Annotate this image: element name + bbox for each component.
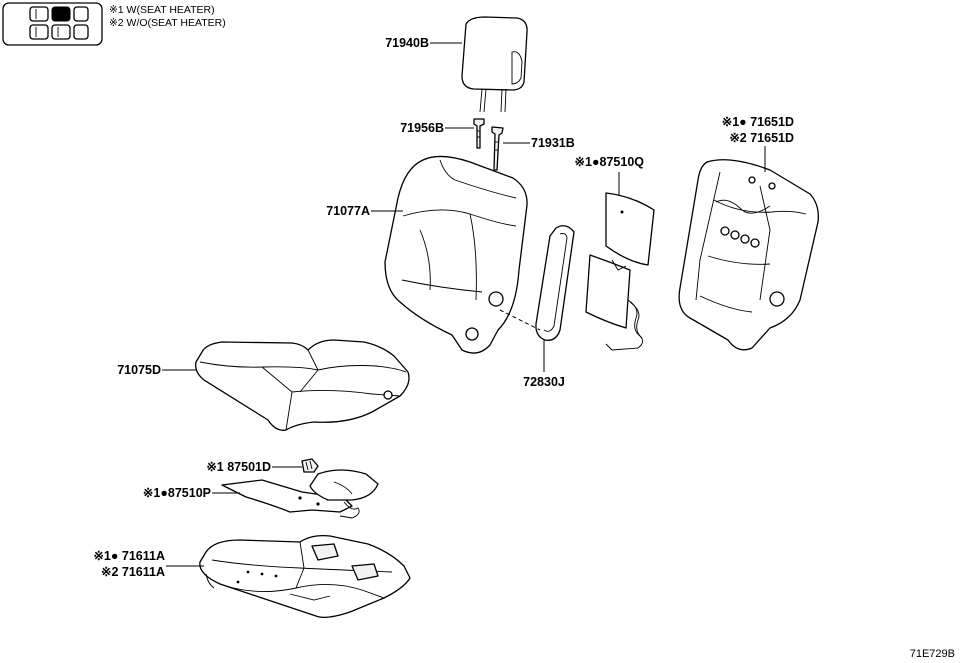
label-cushion-heater: ※1●87510P bbox=[143, 486, 211, 500]
label-headrest: 71940B bbox=[385, 36, 429, 50]
headrest bbox=[461, 16, 528, 113]
legend-note-no-heater: ※2 W/O(SEAT HEATER) bbox=[109, 17, 226, 29]
label-support-left: 71956B bbox=[400, 121, 444, 135]
headrest-support-right bbox=[491, 126, 504, 171]
label-cushion-cover: 71075D bbox=[117, 363, 161, 377]
diagram-code: 71E729B bbox=[910, 648, 955, 660]
dashed-fastener-line bbox=[499, 309, 541, 331]
label-back-pad-no-heater: ※2 71651D bbox=[729, 131, 794, 145]
seatback-cover bbox=[384, 155, 528, 354]
legend: ※1 W(SEAT HEATER) ※2 W/O(SEAT HEATER) bbox=[2, 2, 226, 46]
label-back-pad-heater: ※1● 71651D bbox=[722, 115, 794, 129]
seat-cushion-pad bbox=[199, 534, 411, 618]
seat-cushion-cover bbox=[195, 339, 410, 431]
headrest-support-left bbox=[473, 118, 485, 149]
seatback-heater bbox=[585, 192, 655, 351]
label-seatback-cover: 71077A bbox=[326, 204, 370, 218]
label-heater-connector: ※1 87501D bbox=[206, 460, 271, 474]
cushion-heater-connector bbox=[301, 458, 319, 473]
label-cushion-pad-no-heater: ※2 71611A bbox=[101, 565, 165, 579]
seat-layout-icon bbox=[2, 2, 103, 46]
label-support-right: 71931B bbox=[531, 136, 575, 150]
legend-note-heater: ※1 W(SEAT HEATER) bbox=[109, 4, 215, 16]
seatback-pad bbox=[678, 159, 819, 351]
label-frame-bar: 72830J bbox=[523, 375, 565, 389]
label-back-heater: ※1●87510Q bbox=[575, 155, 645, 169]
label-cushion-pad-heater: ※1● 71611A bbox=[93, 549, 165, 563]
seatback-frame-bar bbox=[535, 225, 575, 341]
cushion-heater bbox=[221, 469, 379, 519]
